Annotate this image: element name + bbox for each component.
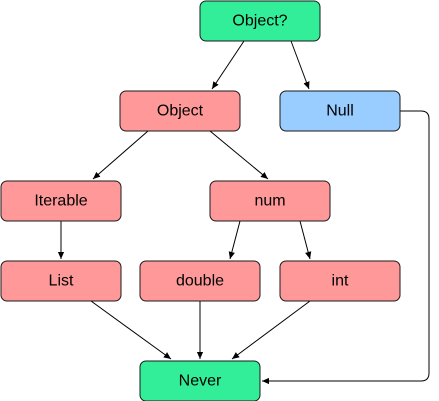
edge-object-nullable-to-null [290, 40, 310, 90]
node-object: Object [119, 90, 241, 132]
edge-null-to-never [262, 110, 430, 385]
node-never: Never [139, 360, 261, 401]
node-label-double: double [176, 273, 224, 290]
edge-object-nullable-to-object [211, 40, 245, 90]
edge-num-to-int [299, 220, 312, 260]
edge-int-to-never [231, 300, 311, 360]
node-null: Null [279, 90, 401, 132]
edges [57, 40, 430, 385]
node-label-num: num [254, 193, 285, 210]
node-object-nullable: Object? [199, 0, 321, 42]
node-label-object-nullable: Object? [232, 13, 287, 30]
node-int: int [279, 260, 401, 302]
node-label-int: int [332, 273, 349, 290]
node-double: double [139, 260, 261, 302]
node-label-iterable: Iterable [34, 193, 87, 210]
node-label-object: Object [157, 103, 204, 120]
node-num: num [209, 180, 331, 222]
edge-list-to-never [90, 300, 172, 360]
node-label-never: Never [179, 373, 222, 390]
edge-object-to-iterable [92, 130, 149, 180]
node-iterable: Iterable [0, 180, 122, 222]
node-label-list: List [49, 273, 74, 290]
node-label-null: Null [326, 103, 354, 120]
edge-object-to-num [209, 130, 269, 180]
edge-num-to-double [228, 220, 241, 260]
node-list: List [0, 260, 122, 302]
